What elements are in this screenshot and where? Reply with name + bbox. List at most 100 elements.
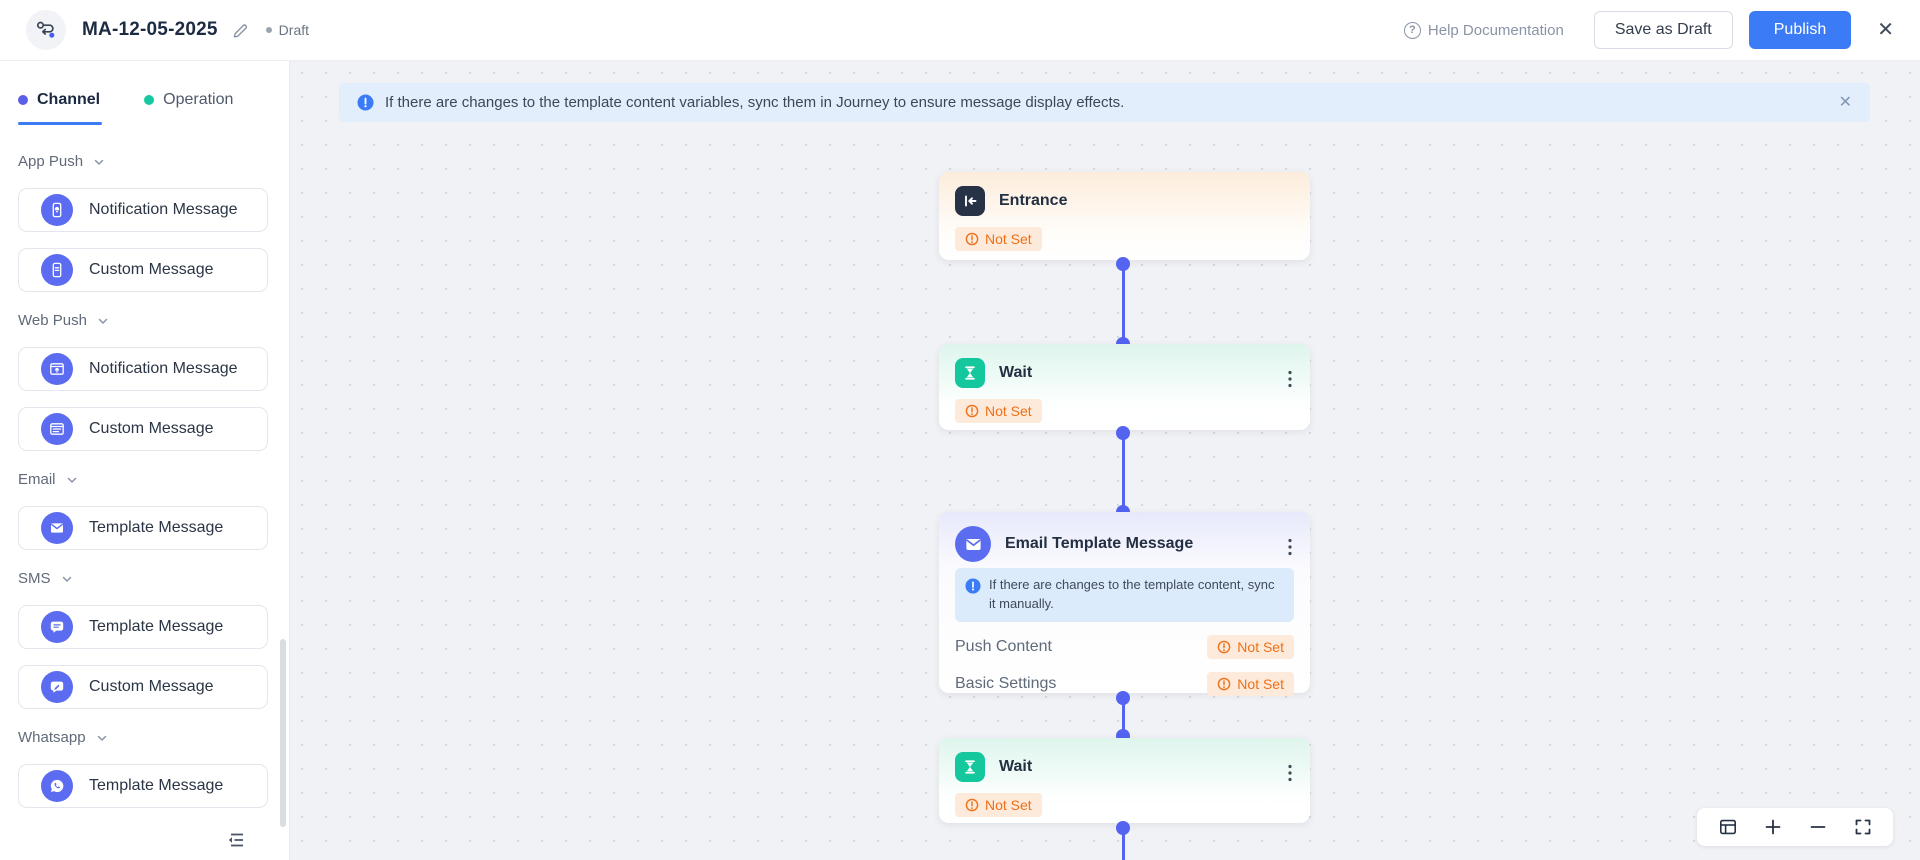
warning-circle-icon	[965, 404, 979, 418]
email-icon	[955, 526, 991, 562]
node-title: Wait	[999, 758, 1033, 775]
sidebar-tabs: Channel Operation	[0, 61, 289, 125]
section-email: Email Template Message	[18, 471, 289, 550]
port-dot	[1116, 257, 1130, 271]
section-header-whatsapp[interactable]: Whatsapp	[18, 729, 289, 746]
edge-email-wait	[1116, 691, 1130, 743]
save-as-draft-button[interactable]: Save as Draft	[1593, 11, 1733, 49]
tab-operation[interactable]: Operation	[144, 91, 233, 109]
channel-sidebar: Channel Operation App Push Notification …	[0, 61, 290, 860]
node-menu-kebab-icon[interactable]	[1284, 534, 1296, 565]
hourglass-icon	[955, 752, 985, 782]
help-icon: ?	[1403, 21, 1421, 39]
node-menu-kebab-icon[interactable]	[1284, 366, 1296, 397]
section-header-sms[interactable]: SMS	[18, 570, 289, 587]
card-email-template[interactable]: Template Message	[18, 506, 268, 550]
chat-lines-icon	[41, 611, 73, 643]
status-badge: Draft	[265, 22, 310, 38]
zoom-out-icon[interactable]	[1804, 813, 1832, 841]
sidebar-scrollbar[interactable]	[280, 639, 286, 827]
phone-notification-icon	[41, 194, 73, 226]
active-tab-underline	[18, 122, 102, 125]
chat-pencil-icon	[41, 671, 73, 703]
edge-wait-next	[1116, 821, 1130, 860]
node-wait-1[interactable]: Wait Not Set	[939, 344, 1310, 430]
card-app-push-custom[interactable]: Custom Message	[18, 248, 268, 292]
collapse-sidebar-icon[interactable]	[225, 830, 247, 850]
warning-circle-icon	[1217, 640, 1231, 653]
browser-custom-icon	[41, 413, 73, 445]
entrance-icon	[955, 186, 985, 216]
warning-circle-icon	[965, 232, 979, 246]
banner-message: If there are changes to the template con…	[385, 94, 1125, 111]
node-sync-note: If there are changes to the template con…	[955, 568, 1294, 622]
port-dot	[1116, 426, 1130, 440]
status-pill: Not Set	[955, 227, 1042, 251]
note-text: If there are changes to the template con…	[989, 577, 1275, 611]
card-sms-custom[interactable]: Custom Message	[18, 665, 268, 709]
warning-circle-icon	[965, 798, 979, 812]
top-header: MA-12-05-2025 Draft ? Help Documentation…	[0, 0, 1920, 61]
section-web-push: Web Push Notification Message Custom Mes…	[18, 312, 289, 451]
status-pill: Not Set	[955, 399, 1042, 423]
zoom-in-icon[interactable]	[1759, 813, 1787, 841]
publish-button[interactable]: Publish	[1748, 11, 1852, 49]
status-pill: Not Set	[1207, 671, 1294, 696]
chevron-down-icon	[62, 576, 71, 582]
status-pill: Not Set	[1207, 634, 1294, 659]
whatsapp-icon	[41, 770, 73, 802]
close-icon[interactable]: ✕	[1877, 19, 1894, 41]
fit-view-icon[interactable]	[1714, 813, 1742, 841]
operation-dot-icon	[144, 95, 155, 105]
sidebar-scroll-area: App Push Notification Message Custom Mes…	[0, 125, 289, 808]
draft-dot-icon	[265, 27, 272, 33]
card-sms-template[interactable]: Template Message	[18, 605, 268, 649]
node-title: Entrance	[999, 192, 1068, 209]
port-dot	[1116, 821, 1130, 835]
section-header-app-push[interactable]: App Push	[18, 153, 289, 170]
journey-logo-icon	[26, 10, 66, 50]
section-header-email[interactable]: Email	[18, 471, 289, 488]
edge-wait-email	[1116, 426, 1130, 519]
node-entrance[interactable]: Entrance Not Set	[939, 172, 1310, 260]
section-app-push: App Push Notification Message Custom Mes…	[18, 153, 289, 292]
basic-settings-row: Basic Settings Not Set	[955, 671, 1294, 696]
canvas-zoom-toolbar	[1697, 808, 1893, 846]
journey-canvas[interactable]: If there are changes to the template con…	[290, 61, 1920, 860]
chevron-down-icon	[67, 477, 76, 483]
channel-dot-icon	[18, 95, 28, 105]
node-title: Wait	[999, 364, 1033, 381]
info-icon	[357, 94, 374, 111]
browser-notification-icon	[41, 353, 73, 385]
push-content-row: Push Content Not Set	[955, 634, 1294, 659]
chevron-down-icon	[94, 159, 104, 165]
fullscreen-icon[interactable]	[1849, 813, 1877, 841]
chevron-down-icon	[98, 318, 108, 324]
status-pill: Not Set	[955, 793, 1042, 817]
banner-close-icon[interactable]: ✕	[1838, 93, 1852, 111]
card-web-push-notification[interactable]: Notification Message	[18, 347, 268, 391]
node-menu-kebab-icon[interactable]	[1284, 760, 1296, 791]
node-wait-2[interactable]: Wait Not Set	[939, 738, 1310, 823]
help-documentation-link[interactable]: ? Help Documentation	[1403, 21, 1564, 39]
draft-label: Draft	[278, 22, 310, 38]
node-email-template-message[interactable]: Email Template Message If there are chan…	[939, 512, 1310, 696]
card-app-push-notification[interactable]: Notification Message	[18, 188, 268, 232]
tab-channel[interactable]: Channel	[18, 91, 100, 109]
node-title: Email Template Message	[1005, 535, 1194, 552]
port-dot	[1116, 691, 1130, 705]
edit-title-icon[interactable]	[231, 21, 250, 40]
section-sms: SMS Template Message Custom Message	[18, 570, 289, 709]
hourglass-icon	[955, 358, 985, 388]
section-header-web-push[interactable]: Web Push	[18, 312, 289, 329]
help-label: Help Documentation	[1427, 21, 1564, 39]
sync-info-banner: If there are changes to the template con…	[339, 83, 1870, 122]
card-whatsapp-template[interactable]: Template Message	[18, 764, 268, 808]
chevron-down-icon	[97, 735, 106, 741]
section-whatsapp: Whatsapp Template Message	[18, 729, 289, 808]
phone-custom-icon	[41, 254, 73, 286]
card-web-push-custom[interactable]: Custom Message	[18, 407, 268, 451]
edge-entrance-wait	[1116, 257, 1130, 351]
info-icon	[965, 578, 981, 594]
page-title: MA-12-05-2025	[82, 19, 218, 40]
